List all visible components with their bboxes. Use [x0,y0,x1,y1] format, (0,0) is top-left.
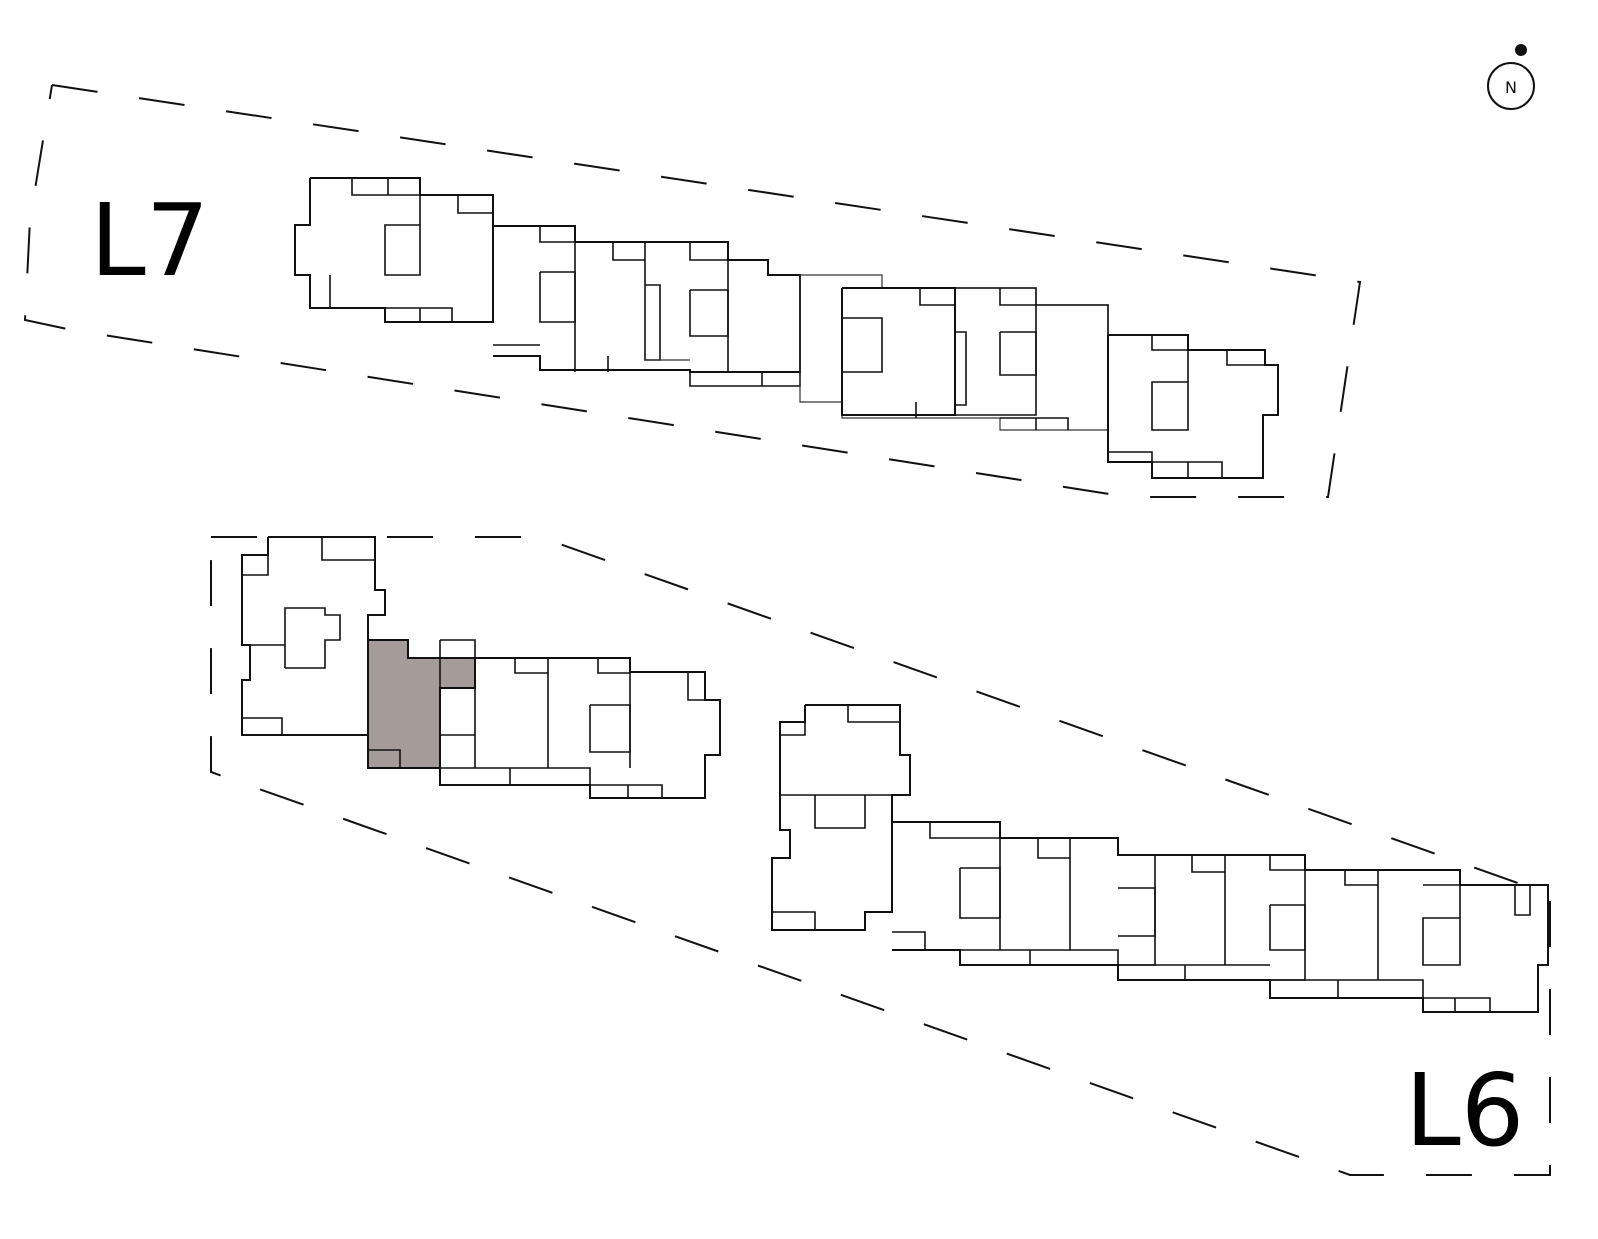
l7-unit-4[interactable] [1107,334,1279,479]
compass-ring [1487,62,1535,110]
compass-letter: N [1505,78,1517,97]
l6-unit-4[interactable] [892,821,1549,1013]
l7-unit-3[interactable] [799,274,1109,431]
zone-l7[interactable]: L7 [23,84,1362,498]
l6-unit-1[interactable] [241,536,386,736]
zone-l7-label: L7 [90,182,209,299]
l7-unit-1[interactable] [294,177,494,323]
north-compass-icon: N [1487,44,1535,110]
l6-unit-2[interactable] [439,657,721,799]
l7-unit-2[interactable] [493,225,801,387]
l6-selected-unit[interactable] [367,639,476,769]
zone-l6-boundary [210,536,1551,1176]
zone-l7-boundary [23,84,1362,498]
selected-unit-fill[interactable] [367,639,476,769]
north-dot-icon [1515,44,1527,56]
l6-unit-3[interactable] [771,704,911,931]
zone-l6[interactable]: L6 [210,536,1551,1176]
zone-l6-label: L6 [1405,1052,1524,1169]
